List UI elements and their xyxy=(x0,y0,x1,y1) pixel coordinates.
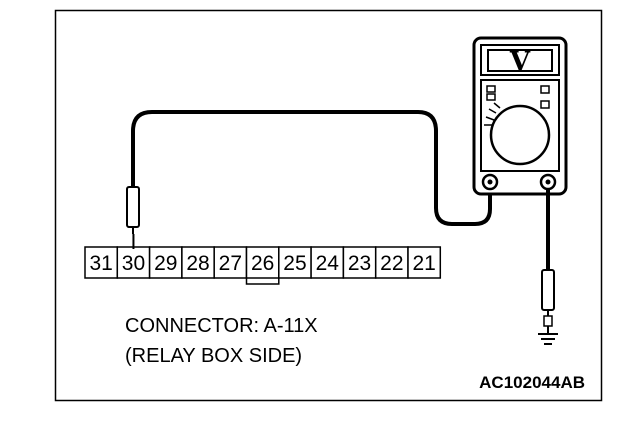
connector-pin-cell xyxy=(148,246,183,279)
connector-pin-cell xyxy=(181,246,215,279)
connector-pin-cell xyxy=(84,246,119,279)
connector-pin-label: 23 xyxy=(348,252,371,275)
voltmeter-icon: V xyxy=(472,36,568,196)
connector-pin-label: 25 xyxy=(283,252,306,275)
connector-key-tab xyxy=(245,278,280,285)
diagram-frame xyxy=(54,9,603,402)
connector-pin-label: 24 xyxy=(316,252,340,275)
connector-pin-cell xyxy=(116,246,151,279)
figure-code: AC102044AB xyxy=(479,373,585,392)
connector-pin-cell xyxy=(310,246,345,279)
connector-pin-cell xyxy=(407,246,442,279)
connector-pin-label: 31 xyxy=(89,252,112,275)
ground-probe-icon xyxy=(541,269,555,334)
meter-mode-label: V xyxy=(509,47,531,77)
connector-pin-label: 28 xyxy=(186,252,209,275)
ground-symbol-icon xyxy=(538,333,558,345)
test-lead-wire xyxy=(131,110,492,226)
connector-a-11x: 31 30 29 28 27 26 25 24 23 22 21 xyxy=(84,234,442,285)
connector-pin-label: 26 xyxy=(251,252,274,275)
test-probe-icon xyxy=(126,186,140,234)
connector-pin-label: 27 xyxy=(219,252,242,275)
meter-dial xyxy=(489,104,551,166)
connector-pin-label: 22 xyxy=(380,252,403,275)
connector-pin-cell xyxy=(342,246,377,279)
connector-pin-cell xyxy=(245,246,280,279)
connector-caption-line1: CONNECTOR: A-11X xyxy=(125,315,318,337)
connector-caption-line2: (RELAY BOX SIDE) xyxy=(125,345,302,367)
connector-pin-label: 29 xyxy=(154,252,177,275)
connector-pin-label: 30 xyxy=(122,252,145,275)
connector-pin-cell xyxy=(278,246,312,279)
connector-pin-label: 21 xyxy=(412,252,435,275)
